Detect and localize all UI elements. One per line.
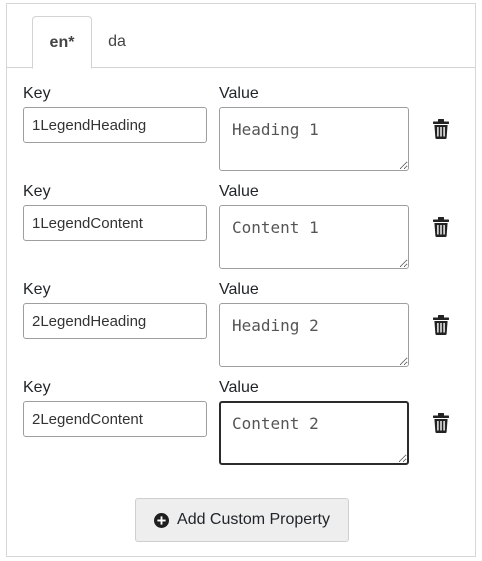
- plus-circle-icon: [154, 512, 170, 528]
- trash-icon[interactable]: [433, 413, 449, 433]
- value-textarea[interactable]: Heading 2: [219, 303, 409, 367]
- value-label: Value: [219, 85, 259, 102]
- custom-properties-panel: en* da Key Value Heading 1 Key Value Con…: [6, 3, 476, 557]
- key-label: Key: [23, 85, 51, 102]
- value-label: Value: [219, 281, 259, 298]
- key-input[interactable]: [23, 303, 207, 339]
- tab-da[interactable]: da: [108, 33, 126, 50]
- property-row: Key Value Content 2: [7, 379, 475, 477]
- key-label: Key: [23, 183, 51, 200]
- language-tabs: en* da: [7, 4, 475, 69]
- value-textarea[interactable]: Content 1: [219, 205, 409, 269]
- trash-icon[interactable]: [433, 119, 449, 139]
- value-label: Value: [219, 379, 259, 396]
- value-textarea[interactable]: Heading 1: [219, 107, 409, 171]
- property-row: Key Value Content 1: [7, 183, 475, 281]
- tab-en[interactable]: en*: [32, 16, 92, 69]
- add-custom-property-label: Add Custom Property: [177, 511, 330, 528]
- key-input[interactable]: [23, 107, 207, 143]
- trash-icon[interactable]: [433, 217, 449, 237]
- add-custom-property-button[interactable]: Add Custom Property: [135, 498, 349, 542]
- trash-icon[interactable]: [433, 315, 449, 335]
- value-textarea[interactable]: Content 2: [219, 401, 409, 465]
- key-label: Key: [23, 281, 51, 298]
- key-label: Key: [23, 379, 51, 396]
- property-row: Key Value Heading 1: [7, 85, 475, 183]
- key-input[interactable]: [23, 401, 207, 437]
- property-row: Key Value Heading 2: [7, 281, 475, 379]
- value-label: Value: [219, 183, 259, 200]
- key-input[interactable]: [23, 205, 207, 241]
